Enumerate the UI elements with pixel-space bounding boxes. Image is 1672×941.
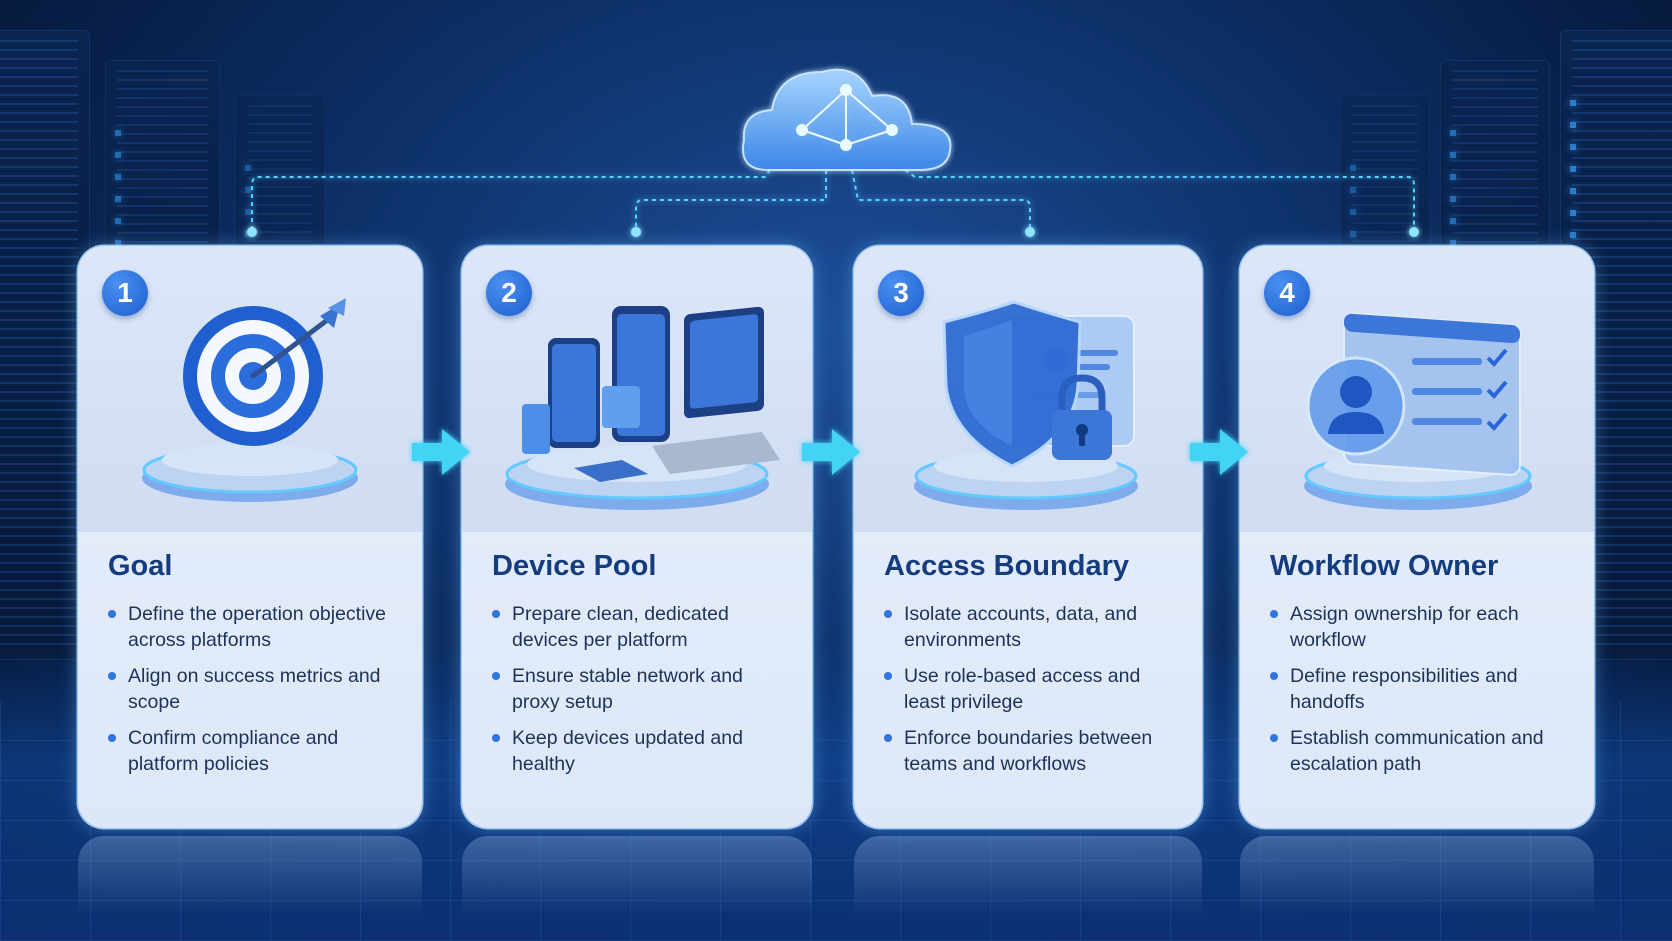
connector-node-2	[631, 227, 641, 237]
list-item: Use role-based access and least privileg…	[884, 663, 1184, 715]
workflow-owner-icon	[1304, 312, 1532, 510]
step-number-badge: 2	[486, 270, 532, 316]
list-item: Prepare clean, dedicated devices per pla…	[492, 601, 794, 653]
step-title: Workflow Owner	[1270, 550, 1499, 582]
card-reflection-3	[854, 836, 1202, 916]
list-item: Keep devices updated and healthy	[492, 725, 794, 777]
list-item: Ensure stable network and proxy setup	[492, 663, 794, 715]
card-reflection-2	[462, 836, 812, 916]
step-title: Goal	[108, 550, 173, 582]
list-item: Define the operation objective across pl…	[108, 601, 404, 653]
target-icon	[142, 298, 358, 502]
step-number-badge: 4	[1264, 270, 1310, 316]
step-bullet-list: Define the operation objective across pl…	[108, 601, 404, 787]
cloud-network-icon	[742, 68, 952, 171]
list-item: Assign ownership for each workflow	[1270, 601, 1576, 653]
step-card-goal: 1 Goal Define the operation objective ac…	[78, 246, 422, 828]
list-item: Align on success metrics and scope	[108, 663, 404, 715]
flow-arrow-icon-3	[1190, 429, 1248, 475]
step-number-badge: 3	[878, 270, 924, 316]
connector-node-1	[247, 227, 257, 237]
list-item: Define responsibilities and handoffs	[1270, 663, 1576, 715]
step-card-device-pool: 2 Device Pool Prepare clean, dedicated d…	[462, 246, 812, 828]
list-item: Enforce boundaries between teams and wor…	[884, 725, 1184, 777]
card-reflection-1	[78, 836, 422, 916]
connector-line-1	[251, 169, 771, 232]
list-item: Confirm compliance and platform policies	[108, 725, 404, 777]
step-bullet-list: Assign ownership for each workflow Defin…	[1270, 601, 1576, 787]
step-title: Access Boundary	[884, 550, 1129, 582]
shield-lock-icon	[914, 300, 1138, 510]
connector-line-4	[904, 169, 1415, 232]
step-bullet-list: Prepare clean, dedicated devices per pla…	[492, 601, 794, 787]
connector-node-3	[1025, 227, 1035, 237]
step-title: Device Pool	[492, 550, 657, 582]
flow-arrow-icon-2	[802, 429, 860, 475]
card-reflection-4	[1240, 836, 1594, 916]
connector-line-3	[851, 169, 1031, 232]
step-card-workflow-owner: 4 Workflow Owner Assign ownership for ea…	[1240, 246, 1594, 828]
step-hero	[854, 246, 1202, 532]
step-number-badge: 1	[102, 270, 148, 316]
connector-node-4	[1409, 227, 1419, 237]
step-bullet-list: Isolate accounts, data, and environments…	[884, 601, 1184, 787]
step-hero	[462, 246, 812, 532]
connector-line-2	[635, 170, 827, 232]
list-item: Isolate accounts, data, and environments	[884, 601, 1184, 653]
devices-icon	[505, 306, 780, 510]
step-card-access-boundary: 3 Access Boundary Isolate accounts, data…	[854, 246, 1202, 828]
flow-arrow-icon-1	[412, 429, 470, 475]
list-item: Establish communication and escalation p…	[1270, 725, 1576, 777]
